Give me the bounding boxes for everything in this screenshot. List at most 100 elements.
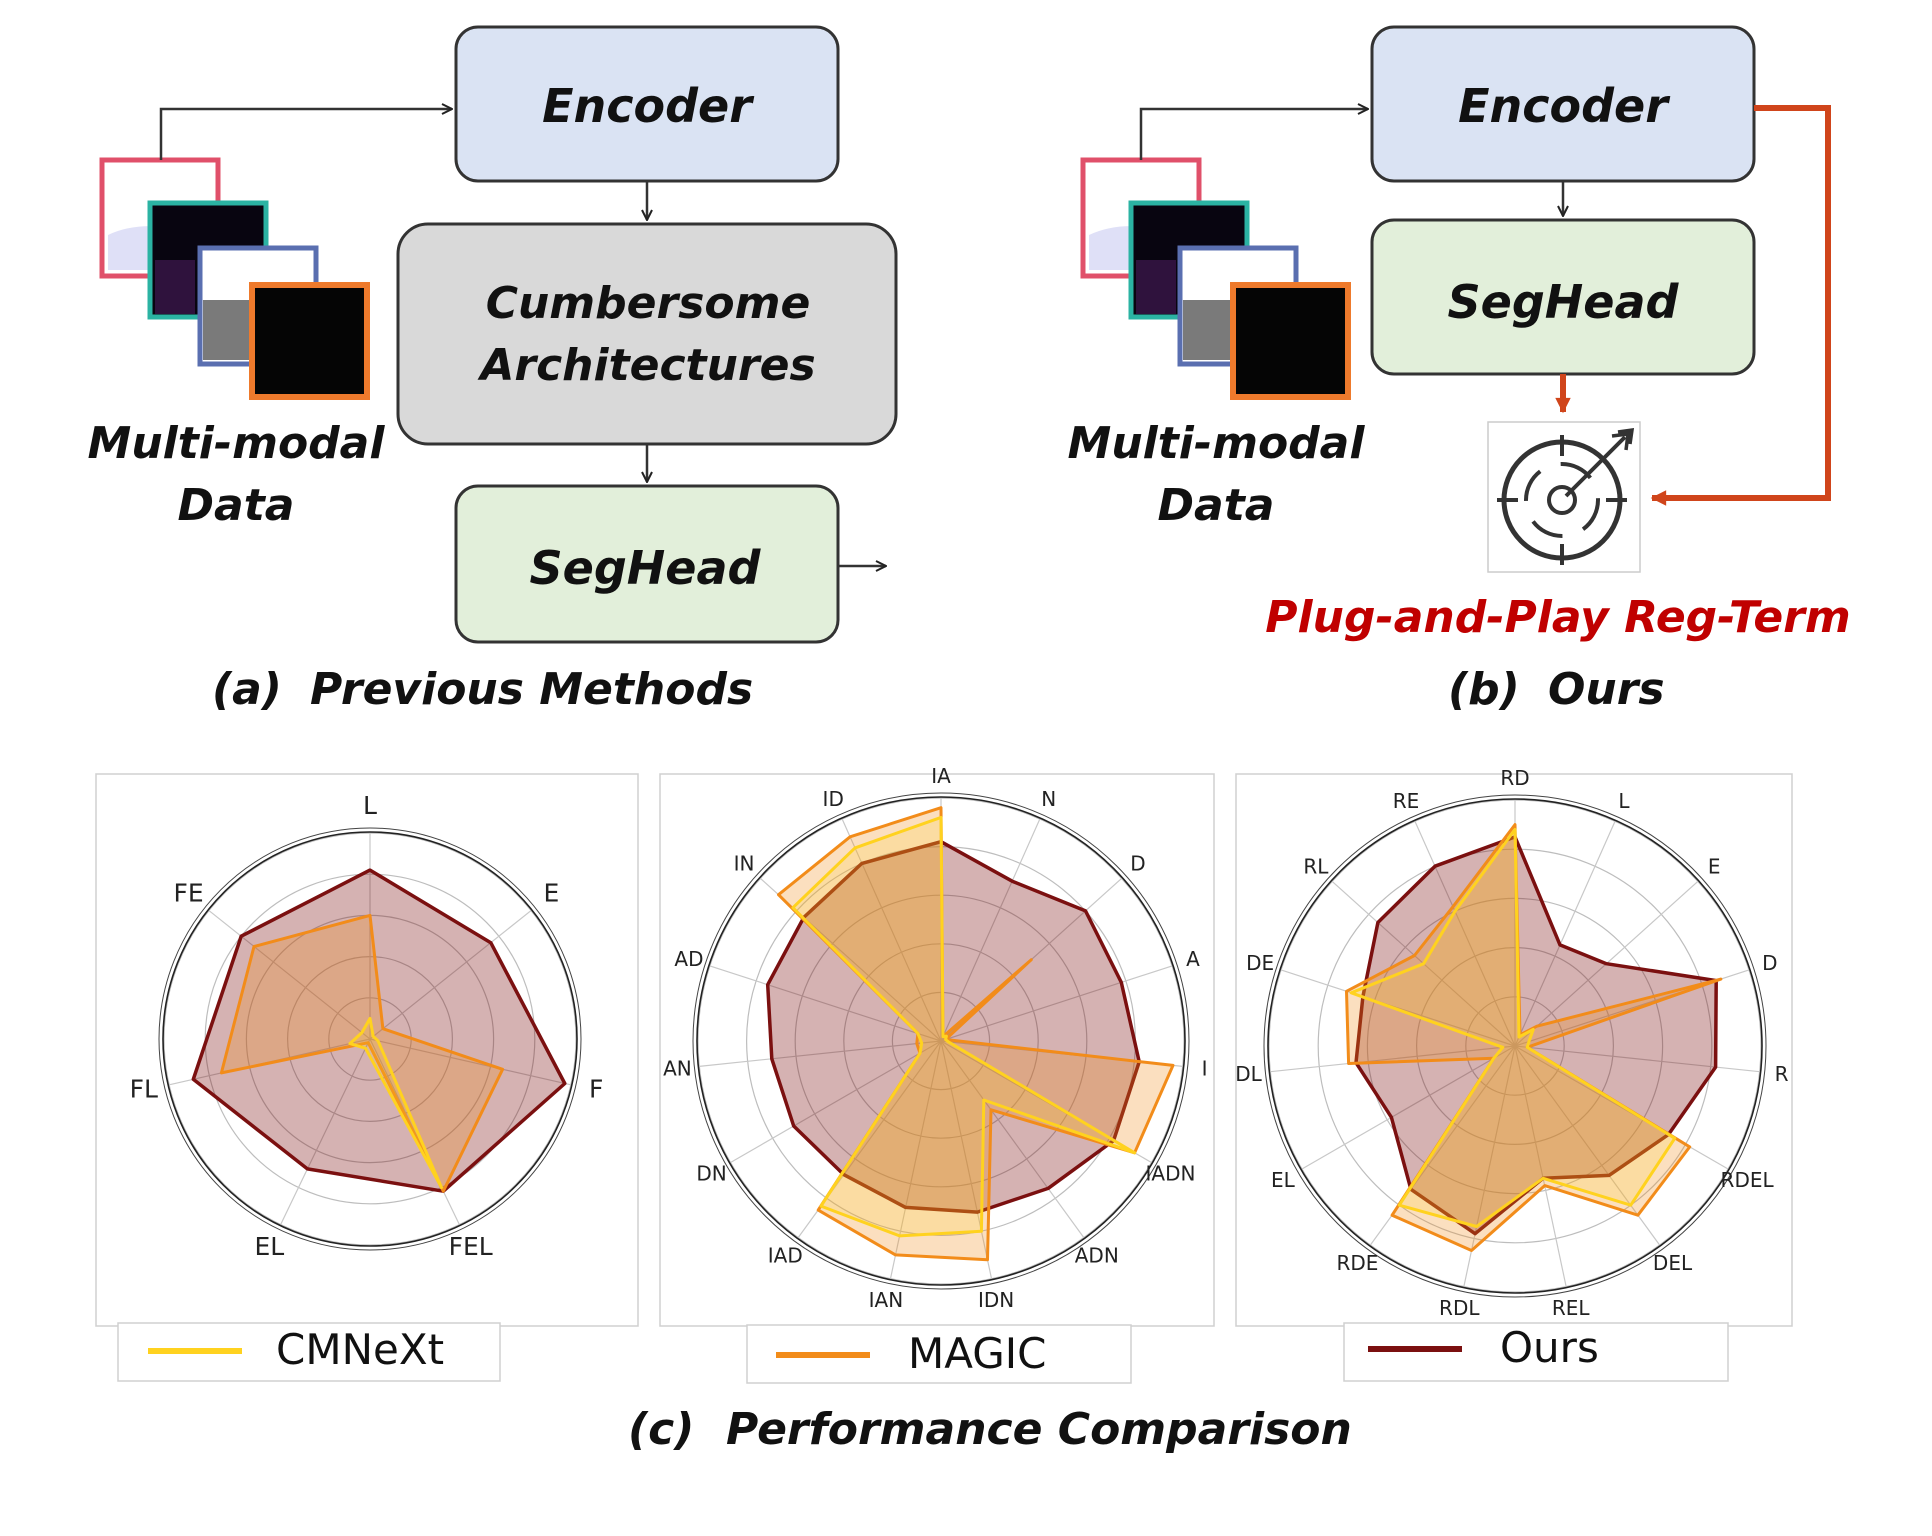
arrow-frames-to-encoder-b [1139,109,1368,160]
cumbersome-box [396,222,898,446]
caption-a-tag: (a) [212,664,282,715]
cumbersome-label-line2: Architectures [477,340,815,391]
axis-label-adn: ADN [1075,1243,1119,1267]
series-cmnext-polygon [348,1016,443,1189]
axis-spoke [1301,1045,1516,1170]
legend: CMNeXt [117,1322,501,1382]
axis-spoke [1514,1045,1729,1170]
axis-label-rd: RD [1500,766,1529,790]
axis-spoke [699,1040,942,1067]
data-label-b-line1: Multi-modal [1068,418,1366,469]
axis-spoke [280,1038,371,1225]
axis-label-d: D [1762,951,1777,975]
panel-b: Encoder SegHead Multi-modal Data Plug-an… [1068,25,1851,715]
legend-label: Ours [1500,1323,1599,1372]
seghead-label-a: SegHead [530,541,762,595]
axis-label-el: EL [254,1232,284,1261]
axis-label-i: I [1202,1057,1208,1081]
axis-label-r: R [1775,1062,1789,1086]
axis-spoke [889,1040,942,1279]
axis-label-d: D [1130,852,1145,876]
data-frames-b [1080,157,1351,400]
radar-chart-1: L E F FEL EL FL FE CMNeXt [95,773,639,1382]
caption-a-text: Previous Methods [310,664,753,715]
legend-label: CMNeXt [276,1325,444,1374]
caption-c-text: Performance Comparison [726,1404,1352,1455]
outer-ring [692,792,1190,1290]
axis-spoke [1514,1045,1567,1287]
axis-spoke [730,1040,942,1164]
axis-spoke [1514,1045,1760,1073]
legend-box [1343,1322,1729,1382]
axis-label-dl: DL [1235,1062,1262,1086]
axis-spoke [1414,821,1516,1047]
legend: Ours [1343,1322,1729,1382]
performance-charts: LEFFELELFLFECMNeXtIANDAIIADNADNIDNIANIAD… [95,764,1793,1384]
legend: MAGIC [746,1324,1132,1384]
axis-label-a: A [1186,947,1200,971]
axis-label-del: DEL [1653,1251,1693,1275]
axis-spoke [940,1040,1085,1238]
axis-spoke [841,818,942,1042]
axis-label-l: L [1618,789,1630,813]
axis-label-e: E [1708,855,1721,879]
encoder-label-b: Encoder [1458,79,1671,133]
axis-label-rdel: RDEL [1721,1168,1775,1192]
axis-spoke [1514,1045,1661,1246]
axis-label-an: AN [663,1057,692,1081]
outer-ring [1267,798,1763,1294]
data-frames-a [99,157,370,400]
axis-label-rdl: RDL [1439,1296,1480,1320]
cumbersome-label-line1: Cumbersome [486,278,811,329]
axis-label-iadn: IADN [1146,1162,1196,1186]
encoder-label-a: Encoder [542,79,755,133]
plug-and-play-label: Plug-and-Play Reg-Term [1265,592,1850,643]
data-label-b-line2: Data [1158,480,1275,531]
axis-label-ian: IAN [869,1288,904,1312]
axis-spoke [208,910,371,1040]
legend-label: MAGIC [908,1329,1047,1378]
arrow-frames-to-encoder-a [159,109,452,160]
axis-label-rel: REL [1552,1296,1591,1320]
axis-label-ad: AD [674,947,703,971]
axis-label-e: E [543,878,559,907]
series-magic-polygon [219,913,505,1193]
caption-b-tag: (b) [1448,664,1520,715]
axis-label-in: IN [734,852,755,876]
axis-label-fl: FL [130,1075,158,1104]
panel-a: Encoder Cumbersome Architectures SegHead… [88,25,898,715]
reg-arrow-encoder-to-target [1650,105,1831,506]
axis-spoke [1270,1045,1516,1073]
axis-label-id: ID [823,787,844,811]
outer-ring [1263,794,1767,1298]
outer-ring [158,827,582,1251]
outer-ring [162,831,578,1247]
seghead-box-a [454,484,840,644]
axis-label-el: EL [1271,1168,1296,1192]
outer-ring [696,796,1186,1286]
axis-label-f: F [589,1075,603,1104]
series-cmnext-polygon [1349,828,1677,1228]
axis-label-fel: FEL [449,1232,493,1261]
series-ours-polygon [191,868,567,1193]
axis-spoke [709,965,942,1042]
axis-label-idn: IDN [978,1288,1014,1312]
axis-spoke [1514,821,1616,1047]
seghead-label-b: SegHead [1448,275,1680,329]
axis-label-l: L [363,791,377,820]
axis-label-fe: FE [174,878,204,907]
axis-label-rde: RDE [1337,1251,1379,1275]
axis-spoke [1280,969,1516,1047]
axis-label-ia: IA [931,764,951,788]
series-cmnext-polygon [791,815,1137,1238]
axis-spoke [1463,1045,1516,1287]
axis-label-n: N [1041,787,1056,811]
caption-b-text: Ours [1548,664,1665,715]
caption-c-tag: (c) [628,1404,694,1455]
axis-label-re: RE [1393,789,1420,813]
axis-label-dn: DN [696,1162,726,1186]
axis-spoke [940,1040,993,1279]
